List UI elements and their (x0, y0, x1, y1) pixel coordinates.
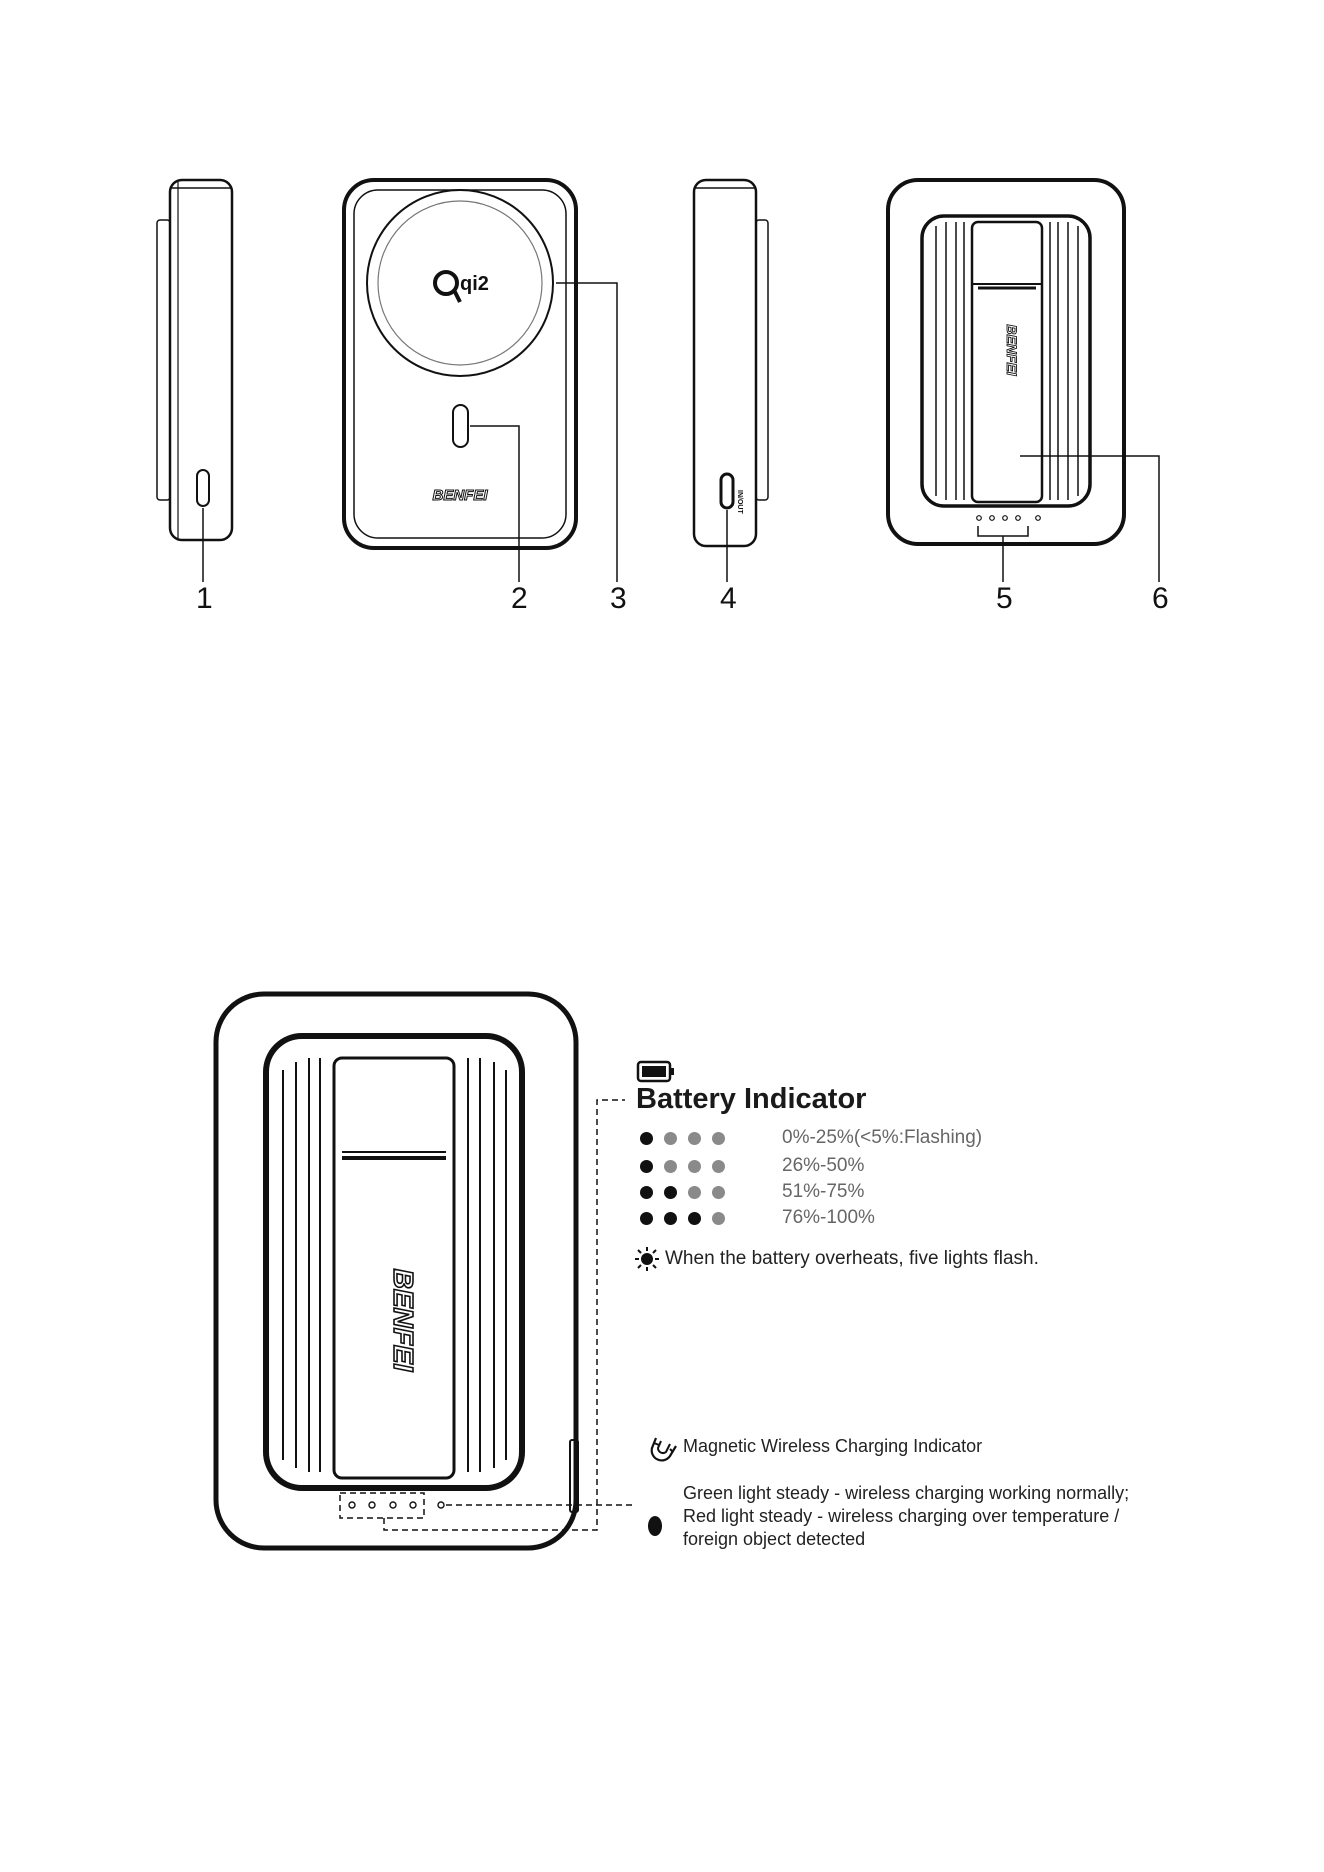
callout-1: 1 (196, 582, 213, 615)
battery-level-row: 76%-100% (636, 1206, 875, 1230)
led-dot (688, 1159, 701, 1173)
led-dot (664, 1131, 677, 1145)
led-dot (640, 1159, 653, 1173)
led-dot (640, 1185, 653, 1199)
wireless-indicator-title: Magnetic Wireless Charging Indicator (683, 1436, 983, 1456)
battery-level-label: 76%-100% (782, 1207, 875, 1228)
led-dot (640, 1131, 653, 1145)
back-view (886, 178, 1126, 546)
sun-icon (634, 1246, 660, 1277)
brand-logo-large: BENFEI (388, 1269, 419, 1373)
led-dot (712, 1131, 725, 1145)
wireless-indicator-line: Green light steady - wireless charging w… (683, 1483, 1130, 1503)
level-dots (636, 1185, 782, 1199)
magnet-icon (648, 1432, 680, 1469)
led-dot (712, 1159, 725, 1173)
battery-level-label: 26%-50% (782, 1155, 865, 1176)
qi2-logo: qi2 (433, 270, 489, 303)
led-dot (640, 1211, 653, 1225)
battery-level-row: 51%-75% (636, 1180, 864, 1204)
qi2-logo-text: qi2 (460, 273, 489, 295)
wireless-indicator-description: Green light steady - wireless charging w… (683, 1482, 1129, 1551)
wireless-indicator-line: Red light steady - wireless charging ove… (683, 1506, 1120, 1526)
level-dots (636, 1131, 782, 1145)
bracket-5 (977, 526, 1029, 537)
led-dot (712, 1211, 725, 1225)
side-view-right (692, 178, 769, 548)
led-dot (664, 1211, 677, 1225)
callout-6: 6 (1152, 582, 1169, 615)
callout-4: 4 (720, 582, 737, 615)
wireless-indicator-line: foreign object detected (683, 1529, 866, 1549)
overheat-note: When the battery overheats, five lights … (665, 1248, 1039, 1269)
level-dots (636, 1211, 782, 1225)
level-dots (636, 1159, 782, 1173)
battery-leds-dashed-box (339, 1492, 425, 1519)
led-dot (688, 1211, 701, 1225)
callout-2: 2 (511, 582, 528, 615)
led-dots-large (348, 1501, 445, 1509)
callout-5: 5 (996, 582, 1013, 615)
port-label: IN/OUT (736, 490, 743, 514)
side-view-left (156, 178, 234, 542)
led-dot (664, 1159, 677, 1173)
callout-3: 3 (610, 582, 627, 615)
battery-level-row: 0%-25%(<5%:Flashing) (636, 1126, 982, 1150)
battery-level-label: 51%-75% (782, 1181, 865, 1202)
led-dots-back (976, 515, 1041, 521)
battery-icon (636, 1060, 676, 1089)
wireless-led-dot (648, 1516, 662, 1536)
led-dot (688, 1131, 701, 1145)
led-dot (712, 1185, 725, 1199)
battery-level-label: 0%-25%(<5%:Flashing) (782, 1127, 983, 1148)
led-dot (688, 1185, 701, 1199)
battery-indicator-title: Battery Indicator (636, 1083, 867, 1115)
battery-level-row: 26%-50% (636, 1154, 864, 1178)
leader-line-3 (556, 282, 618, 582)
front-view (342, 178, 578, 550)
leader-line-6 (1020, 455, 1160, 582)
large-back-view (213, 991, 579, 1551)
brand-logo-back: BENFEI (1004, 324, 1020, 376)
battery-leds-leader (383, 1099, 625, 1531)
led-dot (664, 1185, 677, 1199)
leader-line-2 (470, 425, 520, 582)
brand-logo-front: BENFEI (432, 487, 488, 504)
